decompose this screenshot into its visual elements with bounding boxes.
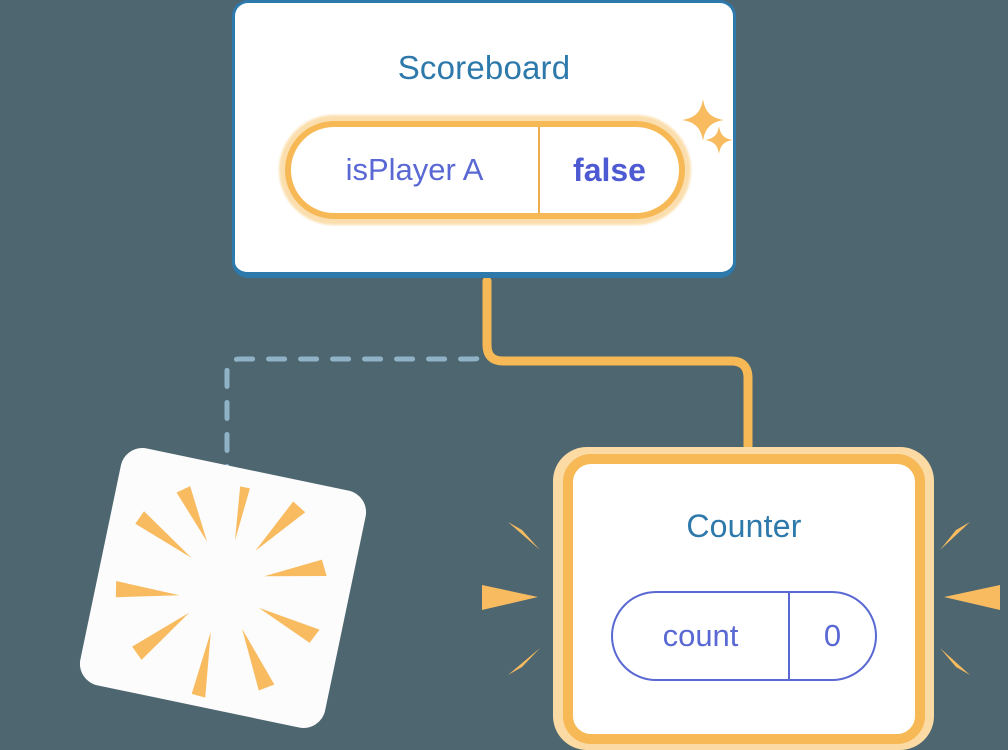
sparkle-large-icon xyxy=(682,99,724,141)
scoreboard-state-key: isPlayer A xyxy=(291,127,540,213)
counter-title: Counter xyxy=(686,508,802,544)
counter-card[interactable]: Counter count 0 xyxy=(563,454,925,744)
rays-right-of-counter-icon xyxy=(940,522,1000,675)
connector-scoreboard-to-counter xyxy=(482,276,753,475)
connector-scoreboard-to-blank-card xyxy=(224,297,490,471)
rays-left-of-counter-icon xyxy=(482,522,540,675)
scoreboard-title: Scoreboard xyxy=(397,49,571,86)
counter-state-pill[interactable]: count 0 xyxy=(611,591,877,681)
counter-state-value: 0 xyxy=(823,618,842,653)
scoreboard-state-value: false xyxy=(573,151,646,188)
burst-rays-icon xyxy=(115,486,327,698)
counter-state-key: count xyxy=(613,593,790,679)
blank-burst-card[interactable] xyxy=(75,443,371,733)
scoreboard-state-pill[interactable]: isPlayer A false xyxy=(279,115,691,225)
scoreboard-card[interactable]: Scoreboard isPlayer A false xyxy=(232,0,736,278)
sparkle-small-icon xyxy=(705,126,733,154)
